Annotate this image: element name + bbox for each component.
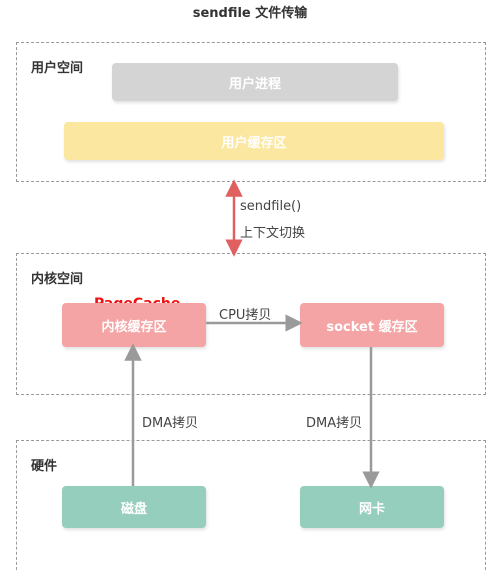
hardware-region: 硬件 xyxy=(16,440,486,570)
sendfile-call-label: sendfile() xyxy=(240,199,302,214)
user-buffer-box: 用户缓存区 xyxy=(64,122,444,160)
diagram-title: sendfile 文件传输 xyxy=(192,6,308,21)
disk-box: 磁盘 xyxy=(62,486,206,528)
context-switch-label: 上下文切换 xyxy=(240,226,306,241)
hardware-label: 硬件 xyxy=(31,459,58,474)
user-process-box: 用户进程 xyxy=(112,63,398,101)
dma-copy-left-label: DMA拷贝 xyxy=(142,416,199,431)
nic-box: 网卡 xyxy=(300,486,444,528)
kernel-space-region: 内核空间 xyxy=(16,253,486,395)
user-space-region: 用户空间 xyxy=(16,42,486,182)
kernel-space-label: 内核空间 xyxy=(31,272,84,287)
kernel-buffer-box: 内核缓存区 xyxy=(62,303,206,347)
cpu-copy-label: CPU拷贝 xyxy=(219,308,272,323)
user-space-label: 用户空间 xyxy=(31,61,84,76)
dma-copy-right-label: DMA拷贝 xyxy=(306,416,363,431)
socket-buffer-box: socket 缓存区 xyxy=(300,303,444,347)
